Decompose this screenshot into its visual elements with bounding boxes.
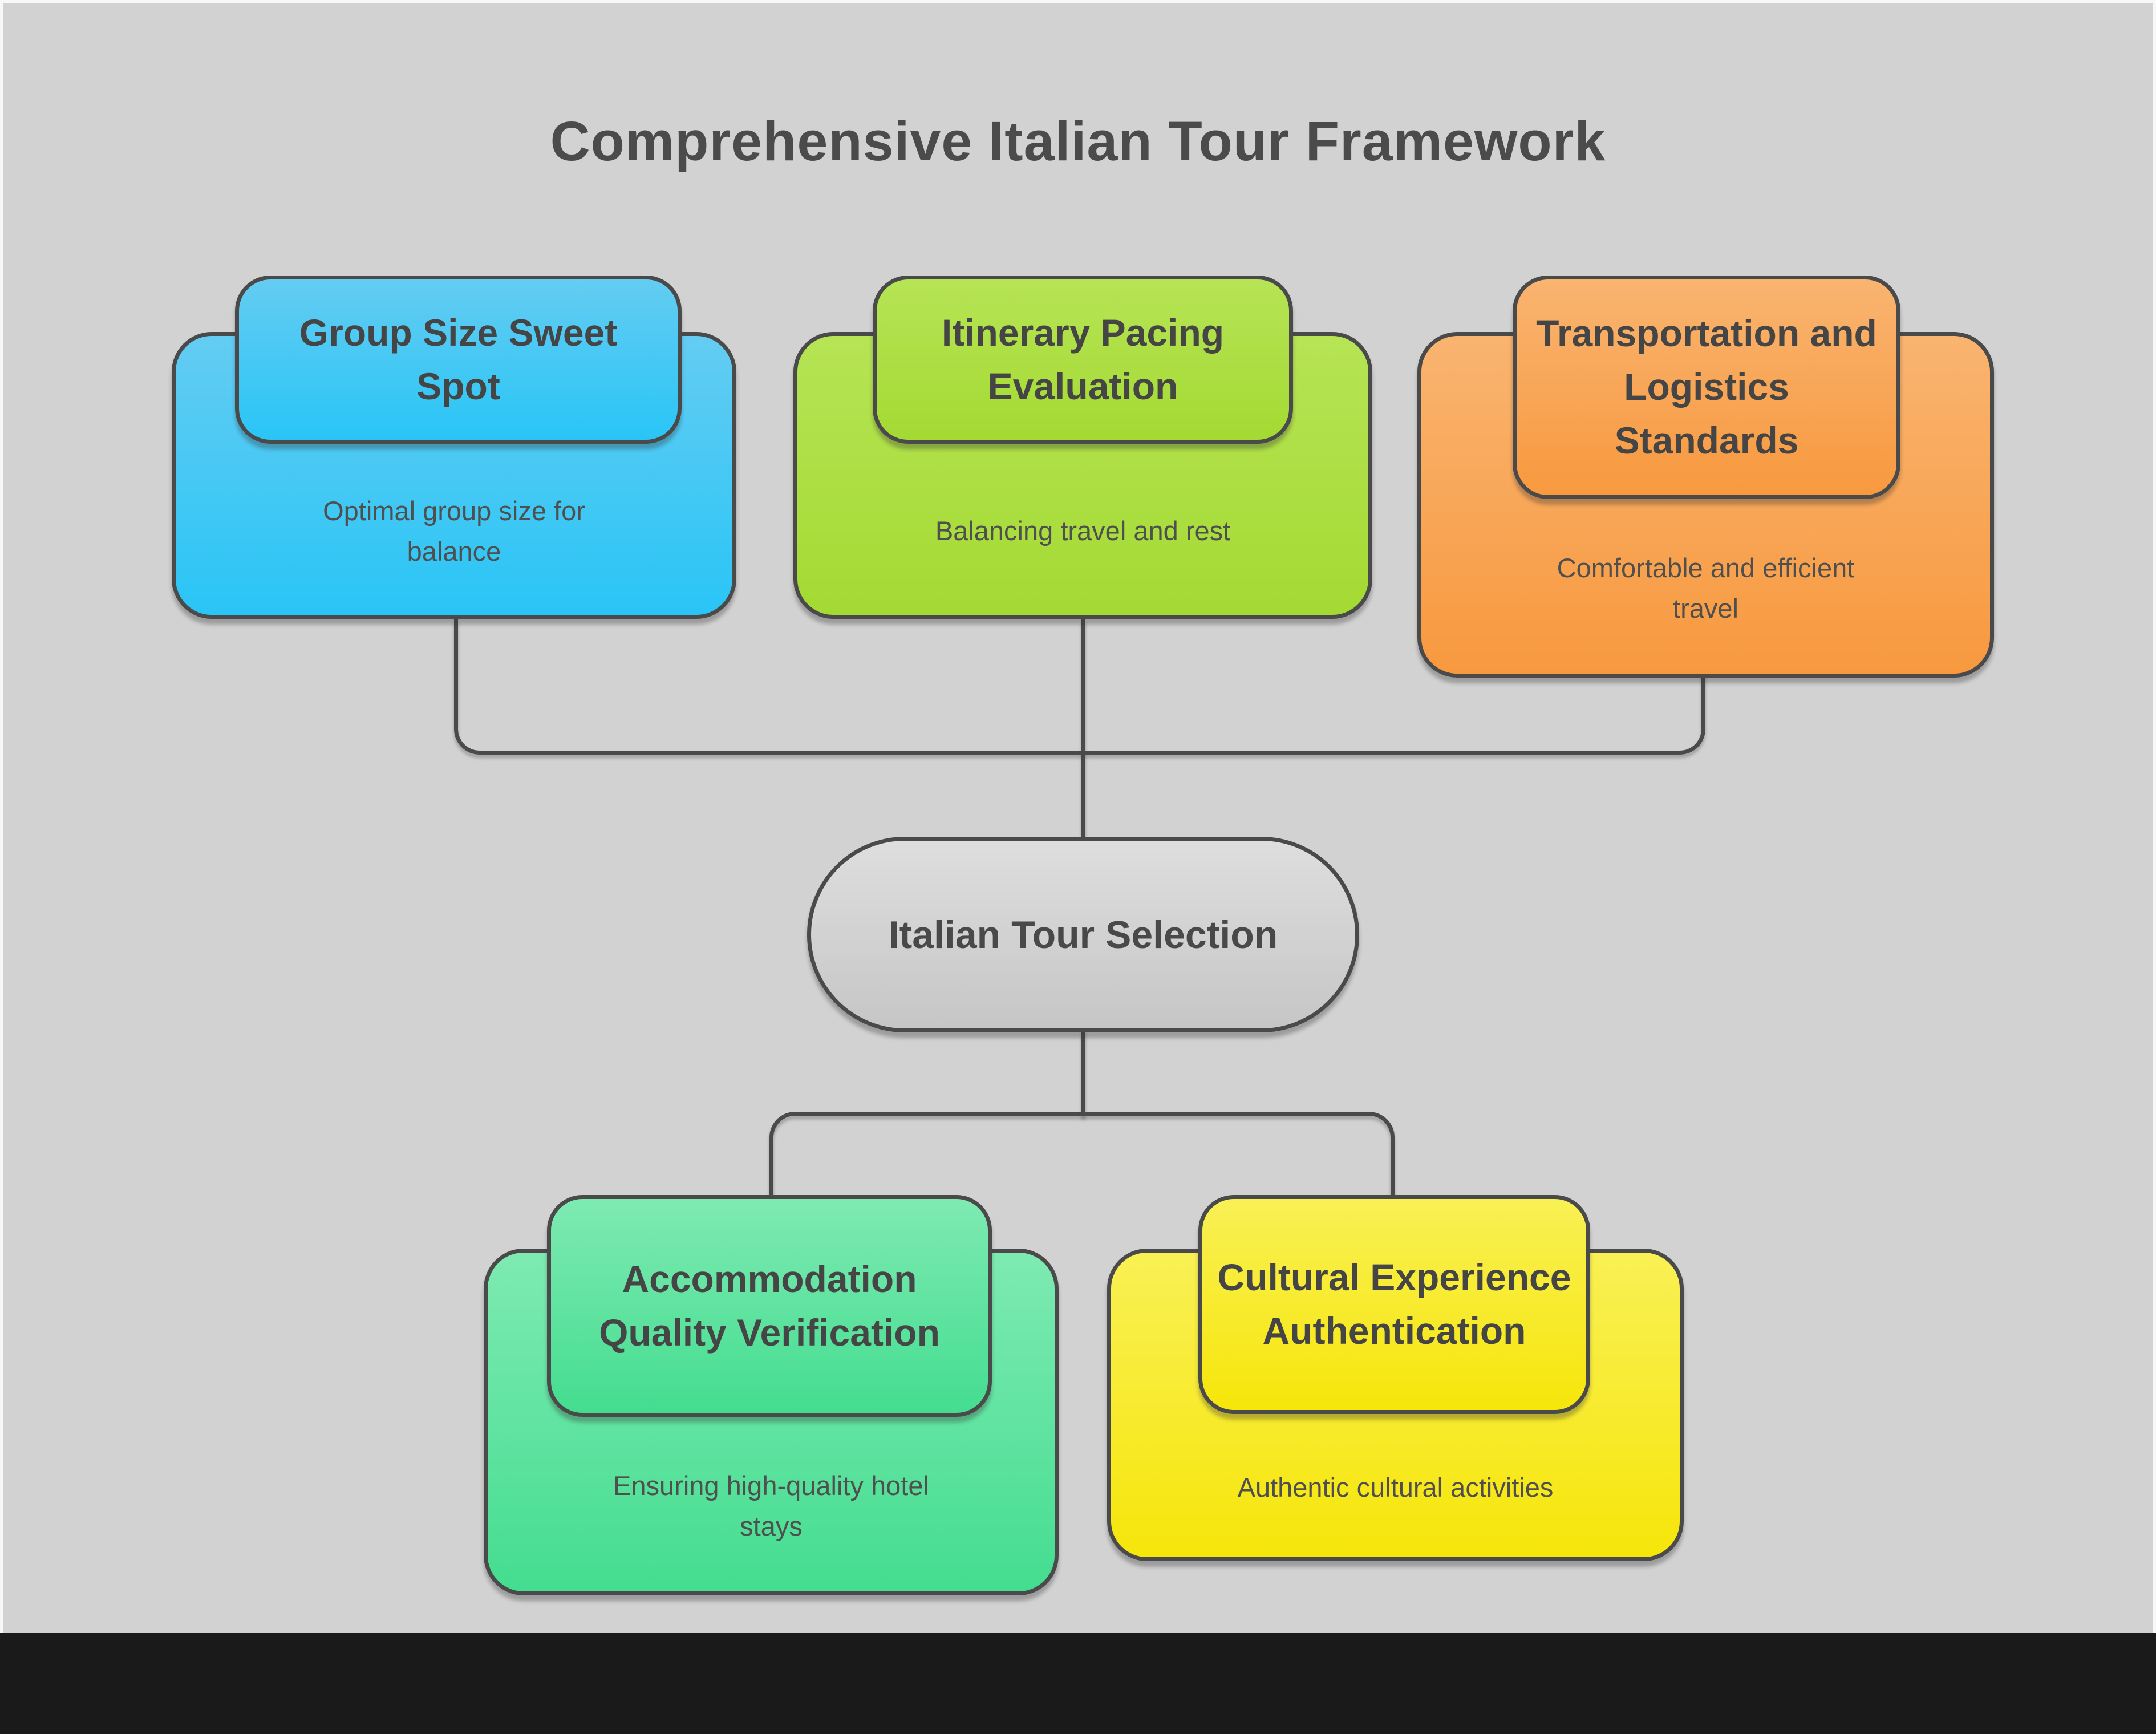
node-subtitle-region: Comfortable and efficient travel xyxy=(1421,503,1990,674)
connector-top-row-junction xyxy=(454,619,1705,755)
node-group-size-sweet-spot: Optimal group size for balance Group Siz… xyxy=(172,276,736,619)
node-subtitle: Authentic cultural activities xyxy=(1237,1472,1554,1502)
node-subtitle: Comfortable and efficient travel xyxy=(1557,553,1855,623)
node-subtitle-region: Ensuring high-quality hotel stays xyxy=(488,1421,1055,1591)
node-title: Accommodation Quality Verification xyxy=(599,1257,940,1354)
node-subtitle: Optimal group size for balance xyxy=(323,496,585,566)
connector-bottom-row-junction xyxy=(769,1112,1395,1198)
node-subtitle-region: Authentic cultural activities xyxy=(1111,1418,1680,1557)
node-subtitle: Balancing travel and rest xyxy=(935,516,1231,546)
node-italian-tour-selection: Italian Tour Selection xyxy=(807,837,1359,1032)
node-subtitle-region: Optimal group size for balance xyxy=(176,448,732,615)
footer-bar xyxy=(0,1633,2156,1734)
connector-itinerary-to-center xyxy=(1081,619,1085,837)
diagram-canvas xyxy=(3,3,2153,1633)
node-title: Group Size Sweet Spot xyxy=(299,311,618,407)
node-accommodation-quality-verification: Ensuring high-quality hotel stays Accomm… xyxy=(484,1195,1059,1595)
node-header: Transportation and Logistics Standards xyxy=(1513,276,1900,499)
node-subtitle: Ensuring high-quality hotel stays xyxy=(613,1470,929,1541)
node-header: Group Size Sweet Spot xyxy=(235,276,682,444)
node-header: Cultural Experience Authentication xyxy=(1198,1195,1590,1414)
node-title: Italian Tour Selection xyxy=(888,913,1278,957)
node-subtitle-region: Balancing travel and rest xyxy=(797,448,1368,615)
node-transportation-logistics-standards: Comfortable and efficient travel Transpo… xyxy=(1417,276,1994,678)
node-title: Transportation and Logistics Standards xyxy=(1536,312,1877,461)
node-title: Cultural Experience Authentication xyxy=(1217,1256,1571,1352)
diagram-title: Comprehensive Italian Tour Framework xyxy=(550,110,1606,172)
node-cultural-experience-authentication: Authentic cultural activities Cultural E… xyxy=(1107,1195,1684,1561)
node-title: Itinerary Pacing Evaluation xyxy=(941,311,1225,407)
node-header: Accommodation Quality Verification xyxy=(547,1195,992,1417)
node-itinerary-pacing-evaluation: Balancing travel and rest Itinerary Paci… xyxy=(793,276,1372,619)
node-header: Itinerary Pacing Evaluation xyxy=(873,276,1293,444)
connector-center-to-bottom xyxy=(1081,1030,1085,1116)
